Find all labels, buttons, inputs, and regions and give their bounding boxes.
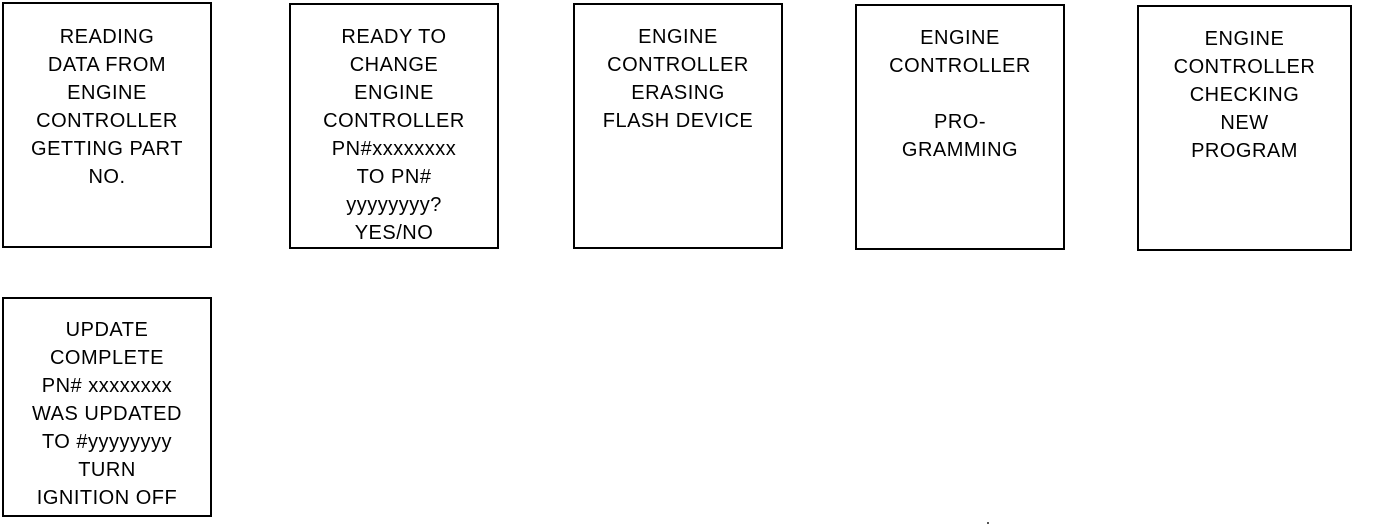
screen-line: CHANGE <box>349 54 439 76</box>
screen-line: PRO- <box>934 111 986 133</box>
screen-line: PN# xxxxxxxx <box>41 375 173 397</box>
screen-programming: ENGINE CONTROLLER PRO- GRAMMING <box>855 4 1065 250</box>
scan-speck <box>987 522 989 524</box>
screen-line: CONTROLLER <box>36 110 178 132</box>
screen-line: NO. <box>88 166 126 188</box>
screen-line: IGNITION OFF <box>36 487 178 509</box>
screen-line: YES/NO <box>354 222 434 244</box>
screen-line: DATA FROM <box>47 54 167 76</box>
screen-line: yyyyyyyy? <box>346 194 442 216</box>
screen-line: COMPLETE <box>49 347 165 369</box>
screen-line: NEW <box>1220 112 1269 134</box>
screen-line: ENGINE <box>638 26 718 48</box>
screen-line: GETTING PART <box>31 138 183 160</box>
screen-line-blank <box>857 80 1063 108</box>
screen-text: ENGINE CONTROLLER ERASING FLASH DEVICE <box>575 5 781 135</box>
screen-erasing: ENGINE CONTROLLER ERASING FLASH DEVICE <box>573 3 783 249</box>
screen-line: ERASING <box>631 82 725 104</box>
screen-line: PROGRAM <box>1191 140 1298 162</box>
screen-line: CONTROLLER <box>1173 56 1316 78</box>
screen-line: TURN <box>78 459 136 481</box>
screen-line: CHECKING <box>1189 84 1300 106</box>
screen-line: CONTROLLER <box>607 54 749 76</box>
screen-checking: ENGINE CONTROLLER CHECKING NEW PROGRAM <box>1137 5 1352 251</box>
screen-line: READY TO <box>341 26 447 48</box>
screen-line: CONTROLLER <box>889 55 1031 77</box>
screen-line: WAS UPDATED <box>32 403 182 425</box>
screen-text: UPDATE COMPLETE PN# xxxxxxxx WAS UPDATED… <box>4 299 210 512</box>
screen-text: READING DATA FROM ENGINE CONTROLLER GETT… <box>4 4 210 191</box>
screen-line: ENGINE <box>1204 28 1285 50</box>
screen-line: FLASH DEVICE <box>602 110 754 132</box>
screen-line: ENGINE <box>67 82 147 104</box>
screen-text: ENGINE CONTROLLER CHECKING NEW PROGRAM <box>1139 7 1350 165</box>
screen-line: UPDATE <box>65 319 149 341</box>
screen-update-complete: UPDATE COMPLETE PN# xxxxxxxx WAS UPDATED… <box>2 297 212 517</box>
screen-text: READY TO CHANGE ENGINE CONTROLLER PN#xxx… <box>291 5 497 247</box>
screen-line: TO #yyyyyyyy <box>41 431 173 453</box>
screen-line: PN#xxxxxxxx <box>331 138 457 160</box>
screen-line: ENGINE <box>354 82 434 104</box>
screen-ready-to-change: READY TO CHANGE ENGINE CONTROLLER PN#xxx… <box>289 3 499 249</box>
screen-text: ENGINE CONTROLLER PRO- GRAMMING <box>857 6 1063 164</box>
screen-reading-data: READING DATA FROM ENGINE CONTROLLER GETT… <box>2 2 212 248</box>
screen-line: READING <box>59 26 155 48</box>
screen-line: CONTROLLER <box>323 110 465 132</box>
screen-line: GRAMMING <box>901 139 1019 161</box>
screen-line: ENGINE <box>920 27 1000 49</box>
screen-line: TO PN# <box>356 166 432 188</box>
